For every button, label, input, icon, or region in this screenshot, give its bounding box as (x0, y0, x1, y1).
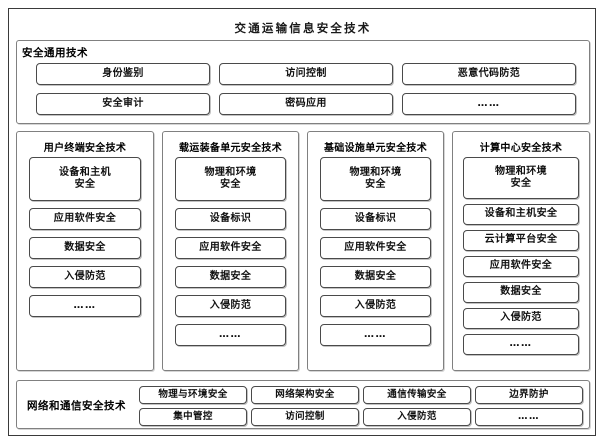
node-more[interactable]: …… (320, 324, 431, 346)
unit-column-items-user-terminal: 设备和主机安全 应用软件安全 数据安全 入侵防范 …… (29, 157, 141, 324)
general-item-cryptography[interactable]: 密码应用 (219, 93, 393, 115)
general-security-section: 安全通用技术 身份鉴别 访问控制 恶意代码防范 安全审计 密码应用 …… (16, 40, 590, 124)
node-more[interactable]: …… (175, 324, 286, 346)
node-data-security[interactable]: 数据安全 (463, 282, 579, 303)
network-communication-grid: 物理与环境安全 网络架构安全 通信传输安全 边界防护 集中管控 访问控制 入侵防… (139, 386, 583, 426)
node-more[interactable]: …… (29, 295, 141, 317)
general-item-identity[interactable]: 身份鉴别 (36, 63, 210, 85)
node-intrusion-prevention[interactable]: 入侵防范 (463, 308, 579, 329)
diagram-root: 交通运输信息安全技术 安全通用技术 身份鉴别 访问控制 恶意代码防范 安全审计 … (8, 8, 596, 436)
unit-column-title-transport-equipment: 载运装备单元安全技术 (179, 143, 282, 154)
node-physical-environment-security[interactable]: 物理和环境安全 (463, 157, 579, 199)
unit-column-items-transport-equipment: 物理和环境安全 设备标识 应用软件安全 数据安全 入侵防范 …… (175, 157, 286, 353)
general-security-label: 安全通用技术 (22, 47, 88, 59)
network-item-intrusion-prevention[interactable]: 入侵防范 (363, 408, 471, 426)
network-communication-label: 网络和通信安全技术 (27, 400, 126, 412)
network-item-boundary-protection[interactable]: 边界防护 (475, 386, 583, 404)
node-device-host-security[interactable]: 设备和主机安全 (463, 204, 579, 225)
unit-column-title-computing-center: 计算中心安全技术 (479, 143, 563, 154)
unit-column-infrastructure: 基础设施单元安全技术 物理和环境安全 设备标识 应用软件安全 数据安全 入侵防范… (307, 131, 444, 371)
node-intrusion-prevention[interactable]: 入侵防范 (29, 266, 141, 288)
node-intrusion-prevention[interactable]: 入侵防范 (320, 295, 431, 317)
node-app-software-security[interactable]: 应用软件安全 (175, 237, 286, 259)
unit-column-computing-center: 计算中心安全技术 物理和环境安全 设备和主机安全 云计算平台安全 应用软件安全 … (452, 131, 590, 371)
node-app-software-security[interactable]: 应用软件安全 (463, 256, 579, 277)
node-data-security[interactable]: 数据安全 (175, 266, 286, 288)
general-item-access-control[interactable]: 访问控制 (219, 63, 393, 85)
network-communication-section: 网络和通信安全技术 物理与环境安全 网络架构安全 通信传输安全 边界防护 集中管… (16, 380, 590, 429)
node-device-identification[interactable]: 设备标识 (175, 208, 286, 230)
node-device-identification[interactable]: 设备标识 (320, 208, 431, 230)
general-item-more[interactable]: …… (402, 93, 576, 115)
unit-column-items-infrastructure: 物理和环境安全 设备标识 应用软件安全 数据安全 入侵防范 …… (320, 157, 431, 353)
node-more[interactable]: …… (463, 334, 579, 355)
node-app-software-security[interactable]: 应用软件安全 (320, 237, 431, 259)
unit-column-title-user-terminal: 用户终端安全技术 (43, 143, 127, 154)
network-item-architecture[interactable]: 网络架构安全 (251, 386, 359, 404)
page-title: 交通运输信息安全技术 (234, 21, 372, 35)
node-data-security[interactable]: 数据安全 (29, 237, 141, 259)
network-item-physical-environment[interactable]: 物理与环境安全 (139, 386, 247, 404)
node-cloud-platform-security[interactable]: 云计算平台安全 (463, 230, 579, 251)
network-item-access-control[interactable]: 访问控制 (251, 408, 359, 426)
node-app-software-security[interactable]: 应用软件安全 (29, 208, 141, 230)
general-security-grid: 身份鉴别 访问控制 恶意代码防范 安全审计 密码应用 …… (36, 63, 576, 115)
network-item-centralized-control[interactable]: 集中管控 (139, 408, 247, 426)
node-intrusion-prevention[interactable]: 入侵防范 (175, 295, 286, 317)
general-item-malicious-code[interactable]: 恶意代码防范 (402, 63, 576, 85)
node-physical-environment-security[interactable]: 物理和环境安全 (320, 157, 431, 201)
network-item-transmission[interactable]: 通信传输安全 (363, 386, 471, 404)
general-item-security-audit[interactable]: 安全审计 (36, 93, 210, 115)
node-device-host-security[interactable]: 设备和主机安全 (29, 157, 141, 201)
node-data-security[interactable]: 数据安全 (320, 266, 431, 288)
unit-column-items-computing-center: 物理和环境安全 设备和主机安全 云计算平台安全 应用软件安全 数据安全 入侵防范… (463, 157, 579, 360)
unit-column-user-terminal: 用户终端安全技术 设备和主机安全 应用软件安全 数据安全 入侵防范 …… (16, 131, 154, 371)
unit-column-transport-equipment: 载运装备单元安全技术 物理和环境安全 设备标识 应用软件安全 数据安全 入侵防范… (162, 131, 299, 371)
unit-column-title-infrastructure: 基础设施单元安全技术 (324, 143, 427, 154)
node-physical-environment-security[interactable]: 物理和环境安全 (175, 157, 286, 201)
network-item-more[interactable]: …… (475, 408, 583, 426)
